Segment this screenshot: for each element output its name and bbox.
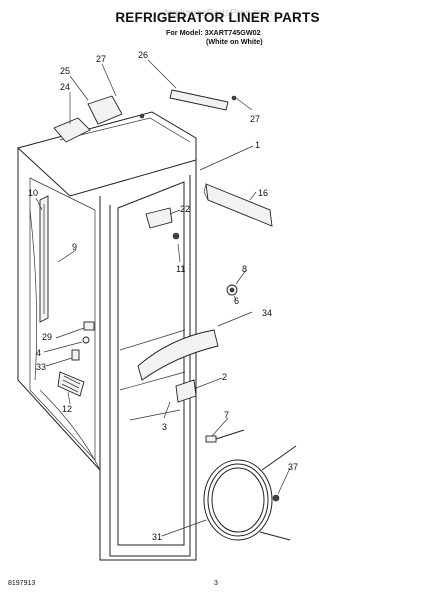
callout-37: 37 (288, 462, 298, 472)
callout-34: 34 (262, 308, 272, 318)
callout-4: 4 (36, 348, 41, 358)
part-24-25-brackets (53, 95, 145, 143)
callout-22: 22 (180, 204, 190, 214)
callout-9: 9 (72, 242, 77, 252)
callout-29: 29 (42, 332, 52, 342)
part-7-connector (205, 429, 245, 443)
part-22-bracket (145, 207, 180, 240)
callout-25: 25 (60, 66, 70, 76)
part-26-strip (169, 89, 237, 111)
callout-8: 8 (242, 264, 247, 274)
callout-16: 16 (258, 188, 268, 198)
part-31-wire-harness (203, 445, 297, 541)
callout-26: 26 (138, 50, 148, 60)
part-2-plate (175, 379, 197, 403)
watermark: AppliancePartsPros.com (162, 8, 273, 19)
part-29-4-33-hardware (71, 321, 95, 361)
part-12-grille (57, 371, 85, 397)
callout-12: 12 (62, 404, 72, 414)
page-number: 3 (214, 580, 218, 587)
callout-3: 3 (162, 422, 167, 432)
model-note: (White on White) (206, 37, 263, 46)
callout-6: 6 (234, 296, 239, 306)
callout-10: 10 (28, 188, 38, 198)
callout-27-right: 27 (250, 114, 260, 124)
page-title: REFRIGERATOR LINER PARTS (115, 10, 320, 25)
part-9-rail (39, 195, 49, 323)
callout-1: 1 (255, 140, 260, 150)
liner-box (16, 111, 197, 561)
part-37-screw (272, 494, 280, 502)
model-line: For Model: 3XART745GW02 (166, 28, 261, 37)
callout-31: 31 (152, 532, 162, 542)
part-34-cover (137, 329, 219, 381)
leader-lines (35, 59, 291, 537)
callout-24: 24 (60, 82, 70, 92)
callout-11: 11 (176, 264, 185, 274)
part-8-6-grommet (226, 284, 238, 296)
part-16-channel (203, 183, 273, 227)
callout-2: 2 (222, 372, 227, 382)
model-info: For Model: 3XART745GW02 (White on White) (166, 28, 263, 46)
doc-number: 8197913 (8, 580, 36, 587)
callout-labels: 25 27 26 24 27 1 10 16 22 9 11 8 6 34 29… (28, 50, 298, 542)
callout-33: 33 (36, 362, 46, 372)
callout-7: 7 (224, 410, 229, 420)
callout-27-left: 27 (96, 54, 106, 64)
